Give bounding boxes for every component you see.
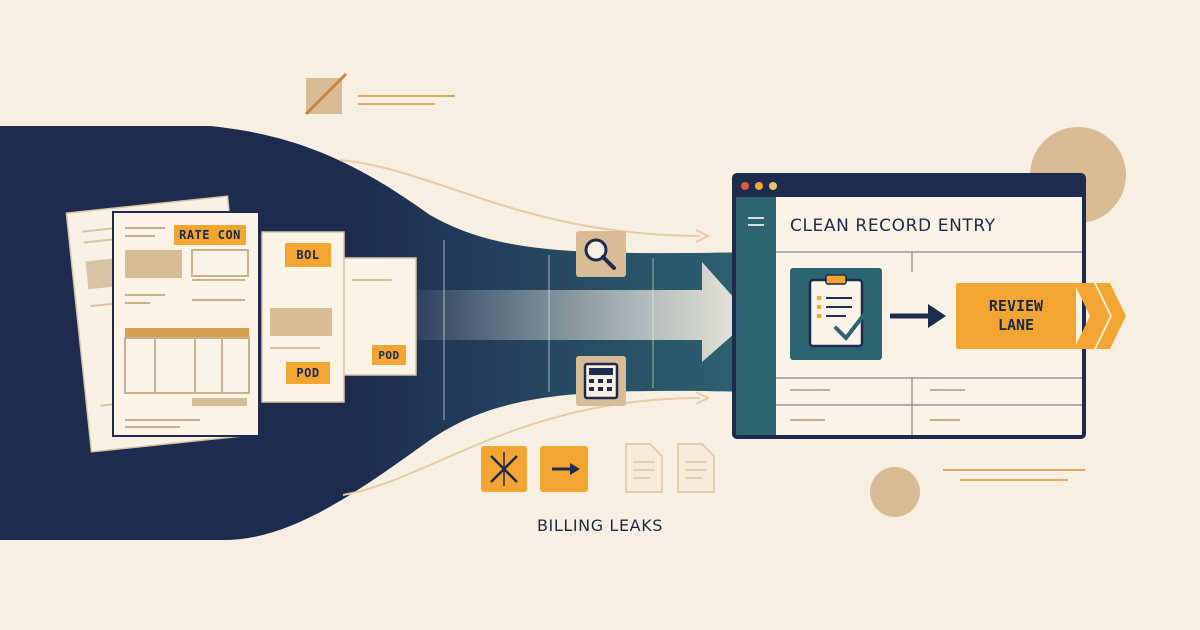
decor-square: [304, 72, 455, 116]
review-lane-box: [956, 283, 1076, 349]
document-stack: [65, 195, 417, 453]
bol-label: BOL: [285, 243, 331, 267]
document-icon: [625, 443, 715, 493]
flow-lines: [339, 159, 701, 496]
cross-arrows-icon: [481, 446, 527, 492]
review-lane-label: REVIEW LANE: [988, 297, 1044, 334]
main-flow-arrow: [410, 262, 752, 362]
window-maximize-dot: [769, 182, 777, 190]
window-close-dot: [741, 182, 749, 190]
record-window-title: CLEAN RECORD ENTRY: [790, 216, 996, 236]
billing-leaks-label: BILLING LEAKS: [536, 515, 664, 535]
pod-label: POD: [372, 345, 406, 365]
decor-lines-right: [943, 469, 1085, 481]
window-sidebar: [736, 197, 776, 435]
menu-icon: [748, 217, 764, 226]
arrow-right-icon-small: [540, 446, 588, 492]
decor-circle-small: [870, 467, 920, 517]
flow-arrow-head-bottom: [695, 391, 711, 405]
window-minimize-dot: [755, 182, 763, 190]
calculator-icon: [576, 356, 626, 406]
arrow-right-icon: [890, 304, 946, 328]
magnifier-icon: [576, 231, 626, 277]
pod-label-secondary: POD: [286, 362, 330, 384]
rate-con-label: RATE CON: [174, 225, 246, 245]
record-entry-window: [732, 173, 1126, 439]
clipboard-check-icon: [790, 268, 882, 360]
review-lane-chevrons: [1074, 283, 1126, 349]
flow-arrow-head-top: [695, 229, 711, 243]
